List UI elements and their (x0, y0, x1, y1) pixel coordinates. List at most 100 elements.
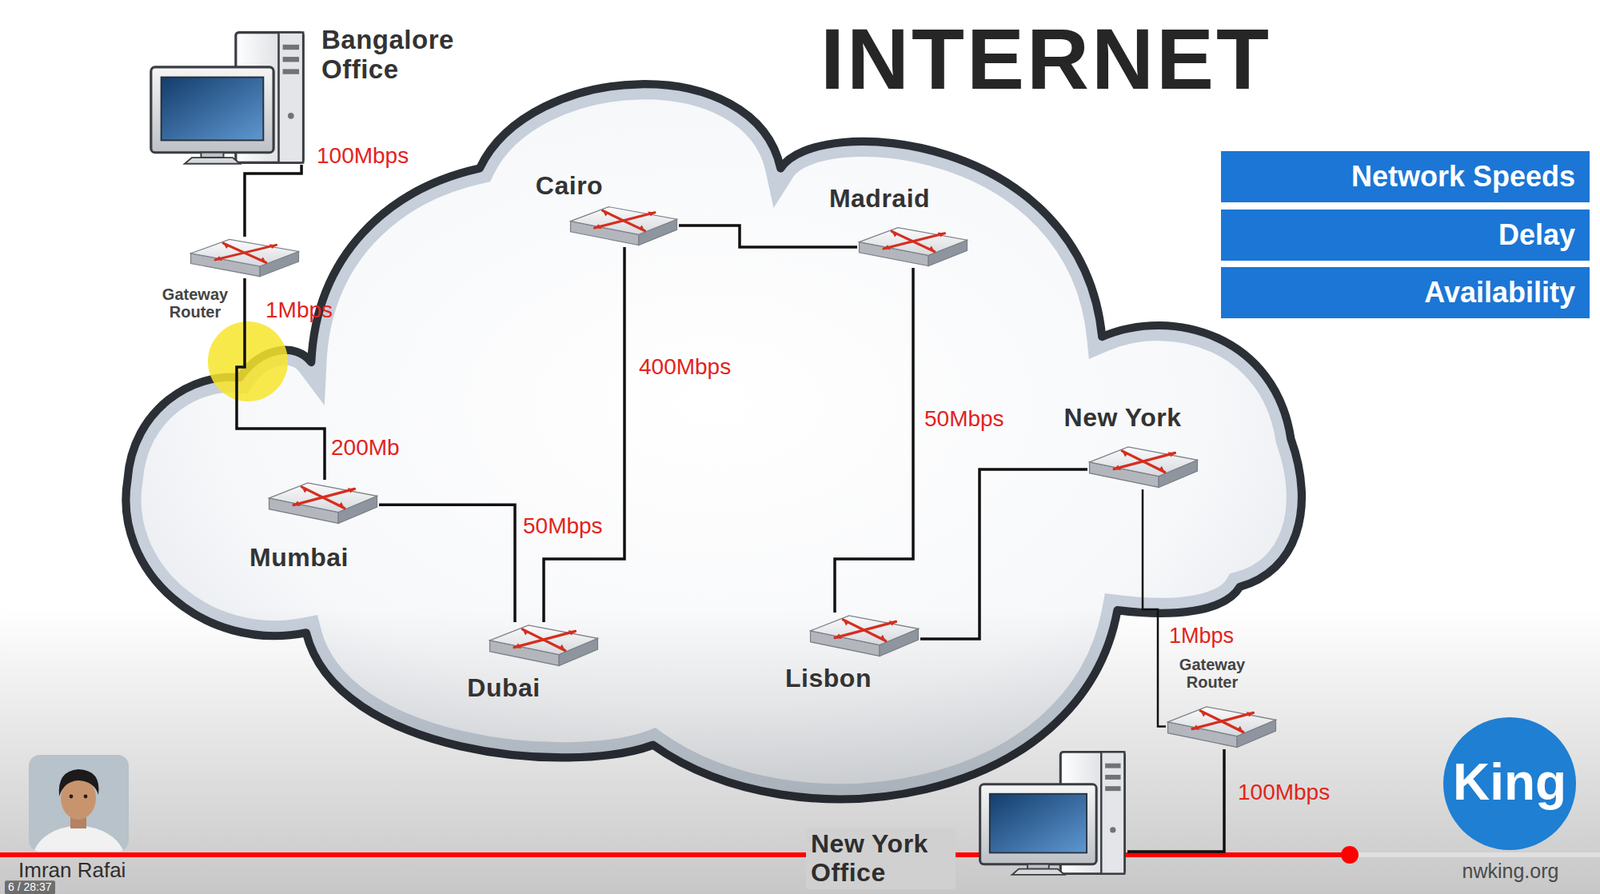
router-cross (594, 212, 655, 228)
router-node: Gateway Router (1165, 703, 1278, 750)
router-arrow (834, 634, 842, 639)
router-cross (1192, 712, 1253, 729)
label-holder: Mumbai (249, 543, 349, 573)
router-arrow (891, 231, 898, 237)
network-link (379, 504, 515, 623)
router-label: Lisbon (785, 664, 872, 694)
router-arrow (1121, 450, 1129, 458)
router-arrow (889, 620, 897, 626)
photo-ground (28, 754, 129, 852)
router-cross (834, 621, 896, 638)
link-speed: 400Mbps (638, 355, 731, 380)
topic-bar: Availability (1220, 267, 1590, 319)
router-node: Cairo (568, 203, 679, 248)
drive-bay (283, 44, 300, 50)
router-icon (1165, 703, 1278, 750)
router-node: New York (1087, 443, 1200, 490)
office-computer: New York Office (977, 750, 1128, 876)
tower-front (279, 32, 304, 164)
router-arrow (568, 630, 576, 635)
network-link (1142, 489, 1166, 727)
router-top (810, 615, 919, 646)
video-time: 6 / 28:37 (4, 880, 56, 894)
monitor-frame (980, 784, 1098, 865)
router-arrow (215, 255, 223, 261)
drive-bay (283, 56, 300, 62)
photo-shirt (33, 825, 124, 852)
router-cross (215, 244, 276, 260)
link-speed: 1Mbps (1169, 624, 1234, 649)
monitor-screen (161, 77, 264, 141)
photo-eye (83, 794, 88, 799)
power-button (287, 112, 295, 120)
topic-text: Delay (1498, 219, 1576, 252)
router-arrow (883, 244, 891, 250)
router-arrow (514, 643, 522, 649)
drive-bay (283, 68, 300, 74)
router-icon (857, 224, 970, 268)
network-link (920, 469, 1088, 639)
link-speed: 50Mbps (522, 514, 603, 539)
router-icon (188, 236, 301, 279)
label-holder: Madraid (829, 184, 930, 214)
router-arrow (1168, 451, 1176, 457)
network-link (1127, 749, 1225, 852)
office-label: Bangalore Office (321, 25, 455, 85)
router-label: Gateway Router (1179, 655, 1245, 692)
router-icon (487, 622, 600, 668)
router-arrow (347, 487, 356, 493)
router-cross (1113, 452, 1175, 469)
label-holder: Gateway Router (162, 285, 228, 322)
topic-bar: Delay (1220, 209, 1590, 261)
router-arrow (1236, 726, 1244, 733)
logo-text: King (1452, 756, 1567, 808)
topic-text: Availability (1424, 276, 1576, 309)
router-icon (1087, 443, 1200, 490)
presenter-photo (28, 754, 129, 852)
router-arrow (937, 232, 946, 238)
link-speed: 100Mbps (1237, 780, 1330, 806)
router-icon (808, 612, 921, 659)
presenter-name: Imran Rafai (18, 858, 126, 882)
router-arrow (602, 210, 610, 216)
drive-bay (1105, 774, 1121, 780)
page-title: INTERNET (820, 15, 1272, 103)
router-arrow (879, 634, 886, 642)
monitor-neck (1027, 864, 1050, 870)
router-top (269, 482, 378, 513)
topic-text: Network Speeds (1351, 160, 1576, 193)
router-arrow (522, 629, 529, 636)
router-label: Dubai (466, 674, 540, 703)
router-arrow (1113, 465, 1122, 471)
network-link (834, 267, 914, 613)
router-label: Mumbai (249, 543, 349, 573)
monitor-base (1012, 869, 1065, 875)
router-cross (293, 488, 355, 505)
router-arrow (594, 223, 603, 229)
router-arrow (647, 211, 655, 217)
router-node: Gateway Router (188, 236, 301, 279)
router-arrow (638, 224, 646, 231)
router-cross (514, 630, 575, 647)
monitor-screen (989, 794, 1087, 854)
router-node: Mumbai (267, 479, 380, 526)
photo-hair (59, 769, 100, 797)
router-arrow (558, 644, 566, 651)
network-link (678, 225, 858, 248)
network-link (244, 164, 302, 237)
office-label: New York Office (810, 829, 951, 888)
computer-icon (977, 750, 1128, 876)
photo-eye (69, 794, 74, 799)
progress-knob (1340, 845, 1359, 864)
router-cross (883, 233, 945, 249)
tower-front (1101, 751, 1125, 874)
label-holder: New York (1064, 403, 1182, 433)
link-speed: 100Mbps (316, 143, 409, 169)
drive-bay (1105, 786, 1121, 791)
router-arrow (1200, 710, 1207, 718)
router-arrow (842, 619, 850, 627)
router-top (859, 227, 968, 256)
router-label: Gateway Router (162, 285, 228, 322)
